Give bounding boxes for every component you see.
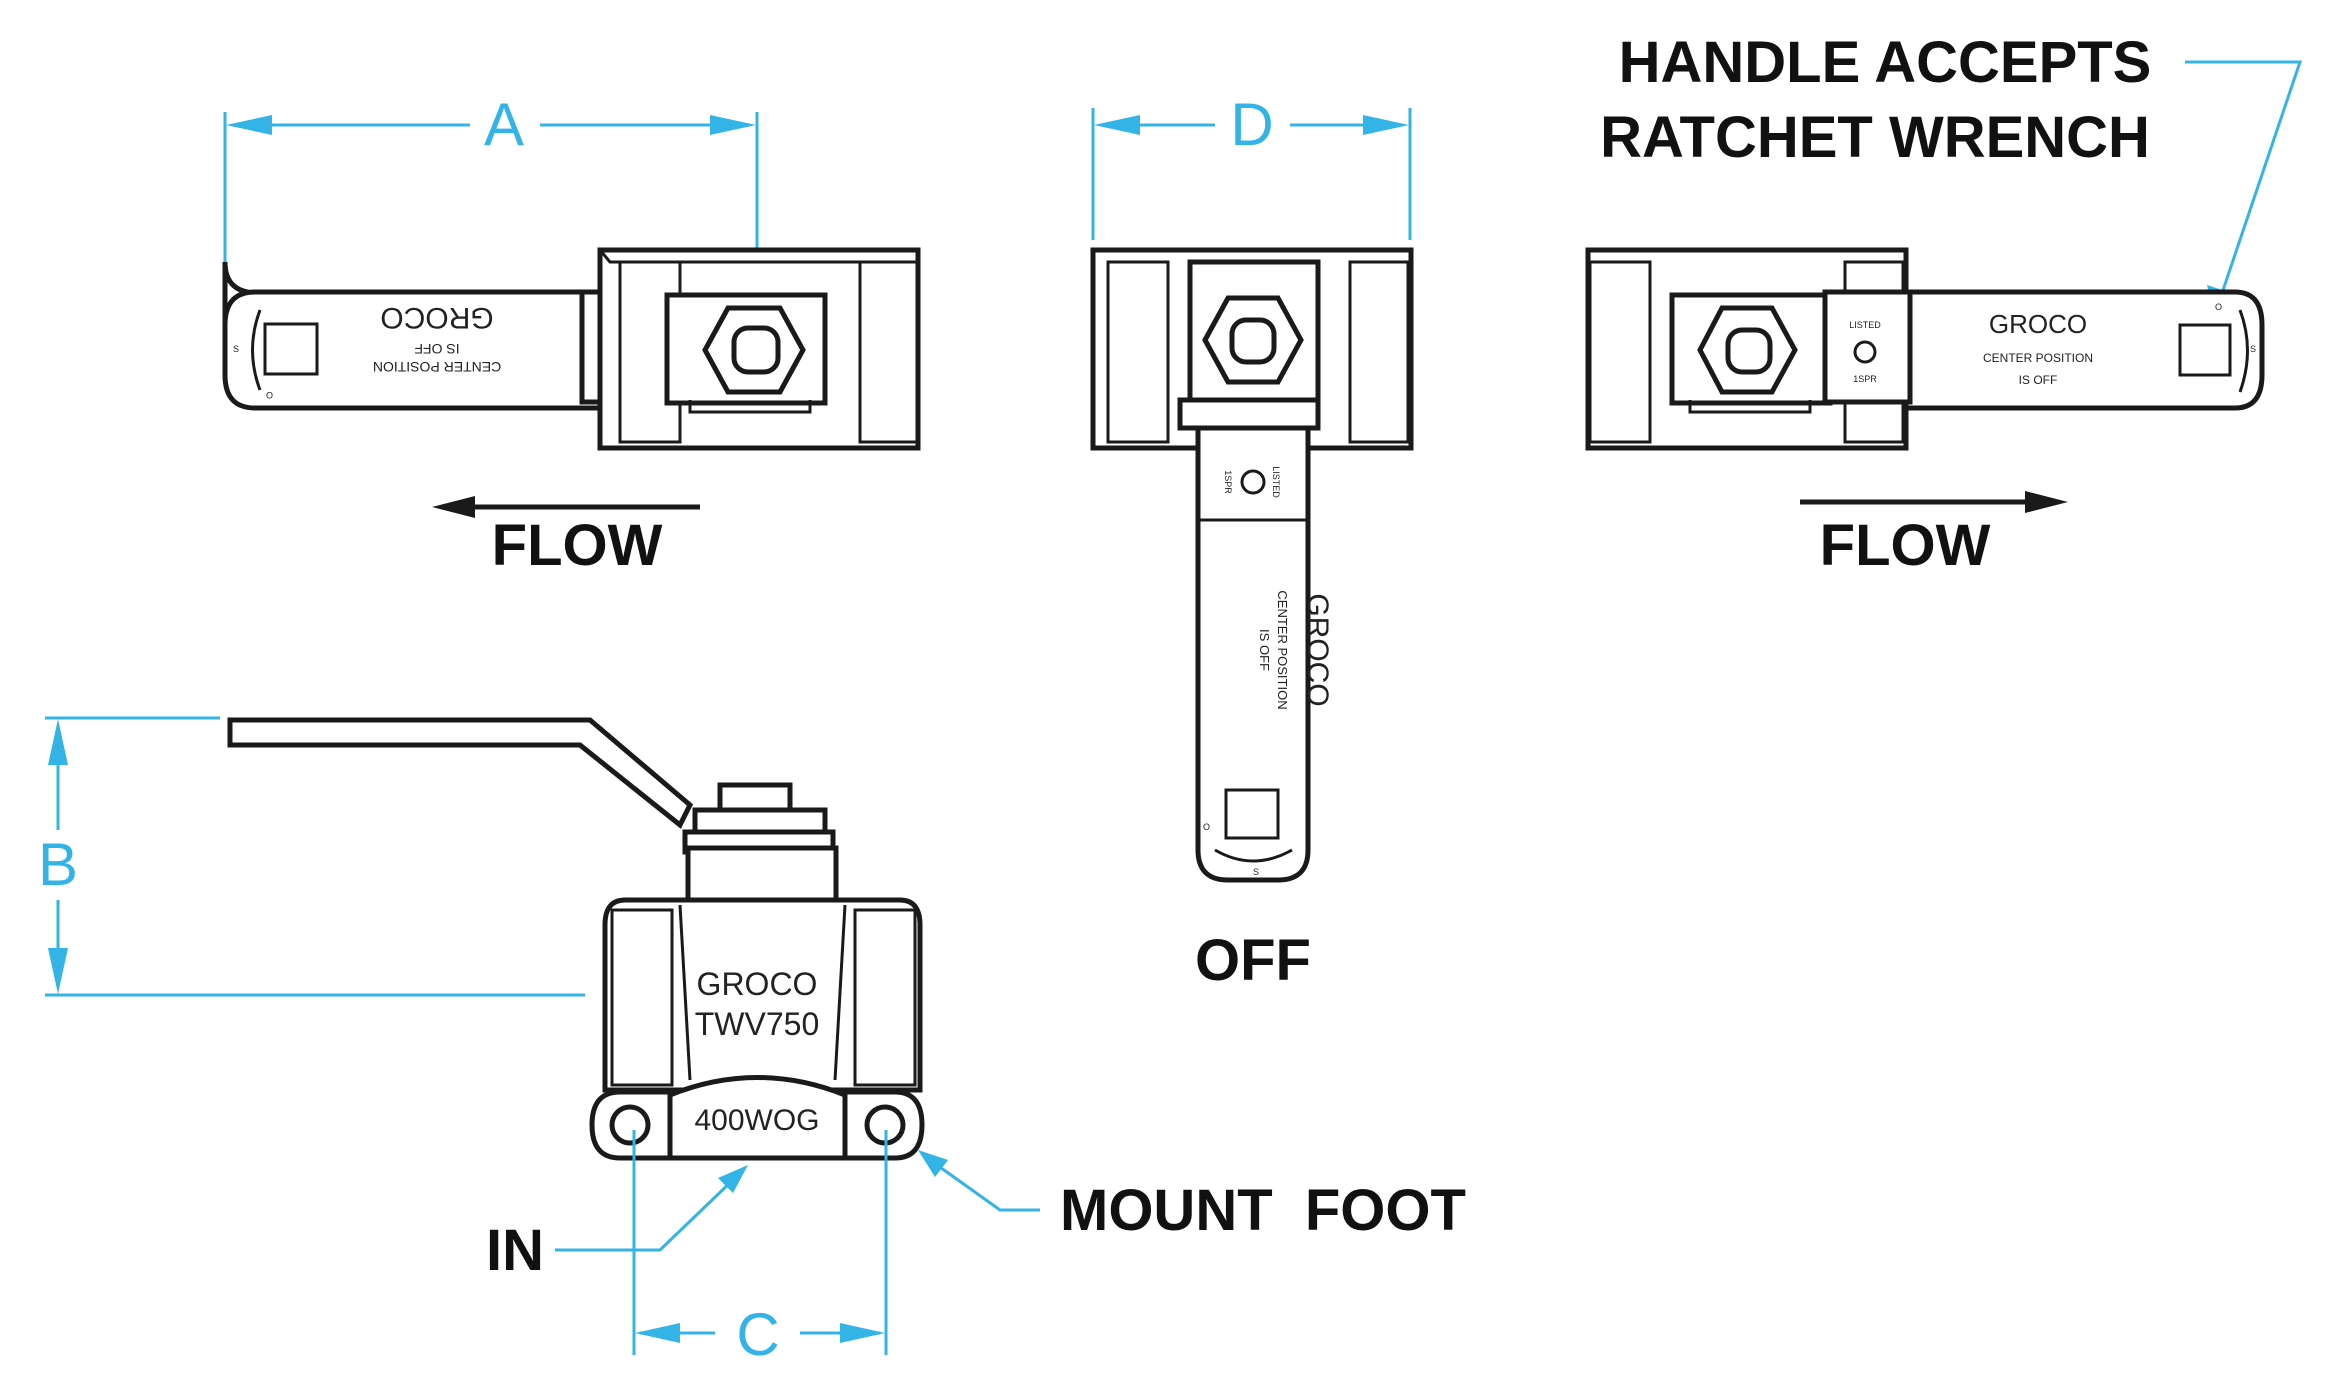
lever-handle [227,717,694,829]
in-leader [555,1165,748,1252]
svg-text:GROCO: GROCO [380,301,493,334]
mount-foot-label: MOUNT FOOT [1060,1178,1466,1243]
svg-text:LISTED: LISTED [1271,466,1281,498]
body-rating: 400WOG [694,1104,819,1137]
dimension-a-label: A [484,91,524,158]
svg-text:O: O [1203,822,1210,832]
handle-accepts-line1: HANDLE ACCEPTS [1619,30,2152,95]
svg-text:CENTER POSITION: CENTER POSITION [373,359,501,375]
svg-text:S: S [1253,867,1259,877]
svg-text:O: O [266,390,273,400]
dimension-b-label: B [38,831,78,898]
in-label: IN [486,1218,544,1283]
svg-text:CENTER POSITION: CENTER POSITION [1983,351,2093,365]
top-view-left: A O S CENTER POSITION IS OFF GROCO 1SPR … [222,91,921,578]
svg-text:LISTED: LISTED [1849,320,1881,330]
svg-text:IS OFF: IS OFF [414,341,459,357]
svg-text:1SPR: 1SPR [1853,374,1877,384]
body-model: TWV750 [695,1006,819,1042]
handle-bar [1903,289,2265,411]
flow-label-left: FLOW [492,513,663,578]
svg-text:IS OFF: IS OFF [1257,629,1272,671]
dimension-c: C [632,1130,888,1368]
dimension-b: B [38,716,585,997]
dimension-a: A [223,91,759,330]
svg-text:IS OFF: IS OFF [2019,373,2058,387]
dimension-c-label: C [736,1301,779,1368]
top-view-off: D LISTED 1SPR GROCO CENTER POSITION IS O… [1090,91,1414,993]
svg-text:CENTER POSITION: CENTER POSITION [1275,590,1290,709]
handle-bar-vertical [1195,425,1311,883]
svg-text:1SPR: 1SPR [1223,470,1233,494]
svg-text:GROCO: GROCO [1301,593,1334,706]
flow-arrow-right [1800,491,2068,513]
ratchet-leader [2185,60,2303,318]
flow-arrow-left [432,496,700,518]
handle-accepts-line2: RATCHET WRENCH [1600,105,2150,170]
top-view-right: HANDLE ACCEPTS RATCHET WRENCH LISTED 1SP… [1585,30,2303,578]
svg-text:S: S [2250,344,2256,354]
dimension-d-label: D [1230,91,1273,158]
body-brand: GROCO [697,966,818,1002]
off-label: OFF [1195,928,1311,993]
svg-text:O: O [2215,302,2222,312]
svg-text:GROCO: GROCO [1989,309,2087,339]
flow-label-right: FLOW [1820,513,1991,578]
side-view: B GROCO TWV750 400WOG C [38,716,1466,1368]
dimension-d: D [1091,91,1412,240]
svg-text:S: S [233,344,239,354]
mount-foot-leader [918,1150,1040,1212]
